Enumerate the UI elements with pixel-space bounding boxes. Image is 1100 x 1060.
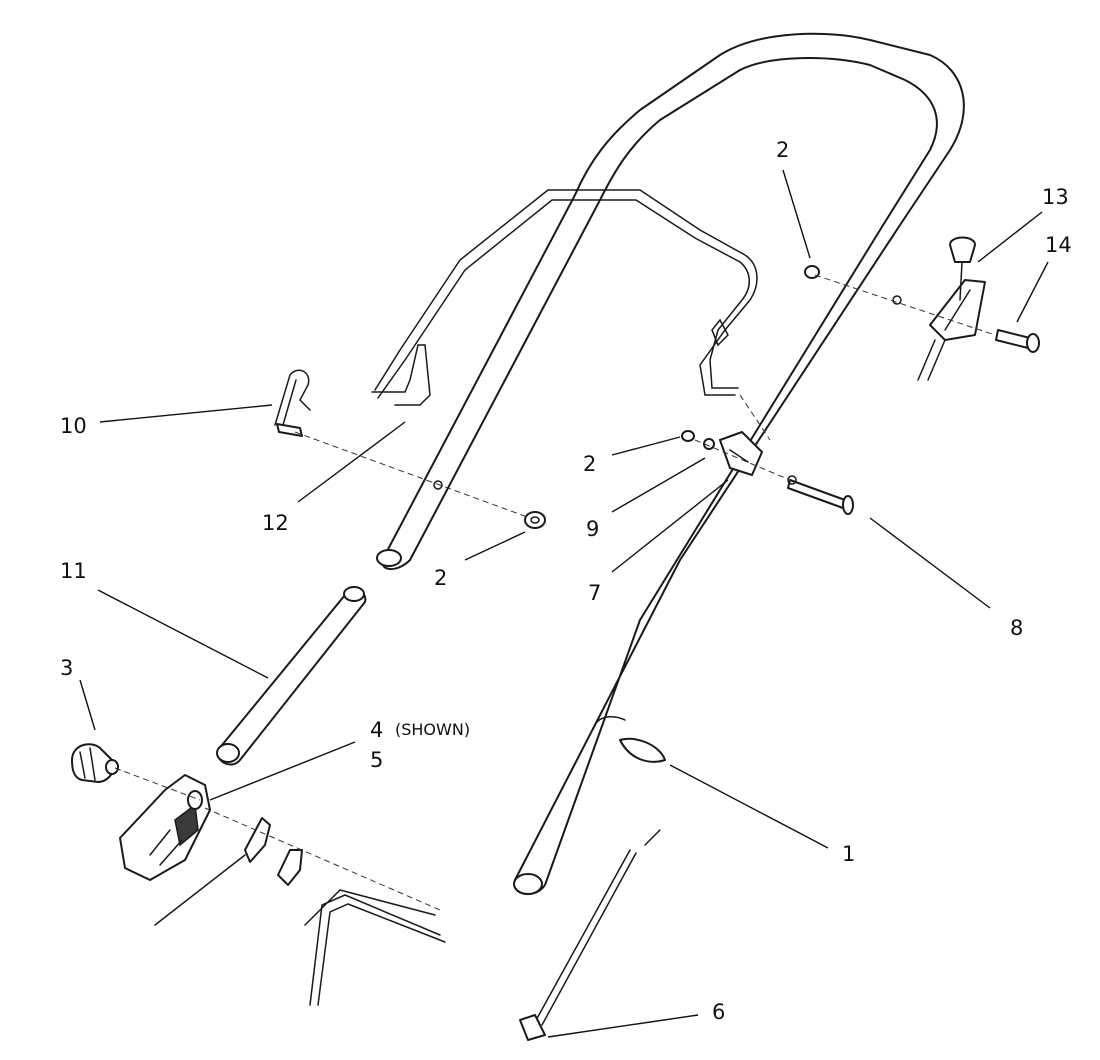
leader-lines — [79, 169, 1049, 1038]
callout-2-middle: 2 — [583, 452, 596, 476]
upper-handle-tube — [376, 32, 965, 895]
callout-4-note: (SHOWN) — [395, 720, 470, 739]
callout-9: 9 — [586, 517, 599, 541]
callout-12: 12 — [262, 511, 289, 535]
callout-7: 7 — [588, 581, 601, 605]
callout-10: 10 — [60, 414, 87, 438]
control-bail — [371, 189, 758, 406]
callout-5: 5 — [370, 748, 383, 772]
throttle-control-part-13 — [917, 236, 986, 381]
callout-1: 1 — [842, 842, 855, 866]
callout-13: 13 — [1042, 185, 1069, 209]
callout-8: 8 — [1010, 616, 1023, 640]
callout-2-upper: 2 — [776, 138, 789, 162]
callout-6: 6 — [712, 1000, 725, 1024]
handle-knob-part-3 — [71, 743, 119, 783]
handle-bracket — [119, 774, 211, 881]
callout-11: 11 — [60, 559, 87, 583]
lower-brackets — [154, 817, 446, 1006]
lower-handle-tube — [216, 586, 367, 766]
callout-2-lower: 2 — [434, 566, 447, 590]
bail-hook-part-10 — [274, 369, 311, 437]
callout-labels: 10 12 11 3 4 (SHOWN) 5 2 2 9 7 8 2 13 14… — [60, 138, 1072, 1024]
callout-14: 14 — [1045, 233, 1072, 257]
control-cable-part-6 — [519, 829, 661, 1041]
callout-4: 4 — [370, 718, 383, 742]
callout-3: 3 — [60, 656, 73, 680]
assembly-axes — [114, 274, 996, 911]
